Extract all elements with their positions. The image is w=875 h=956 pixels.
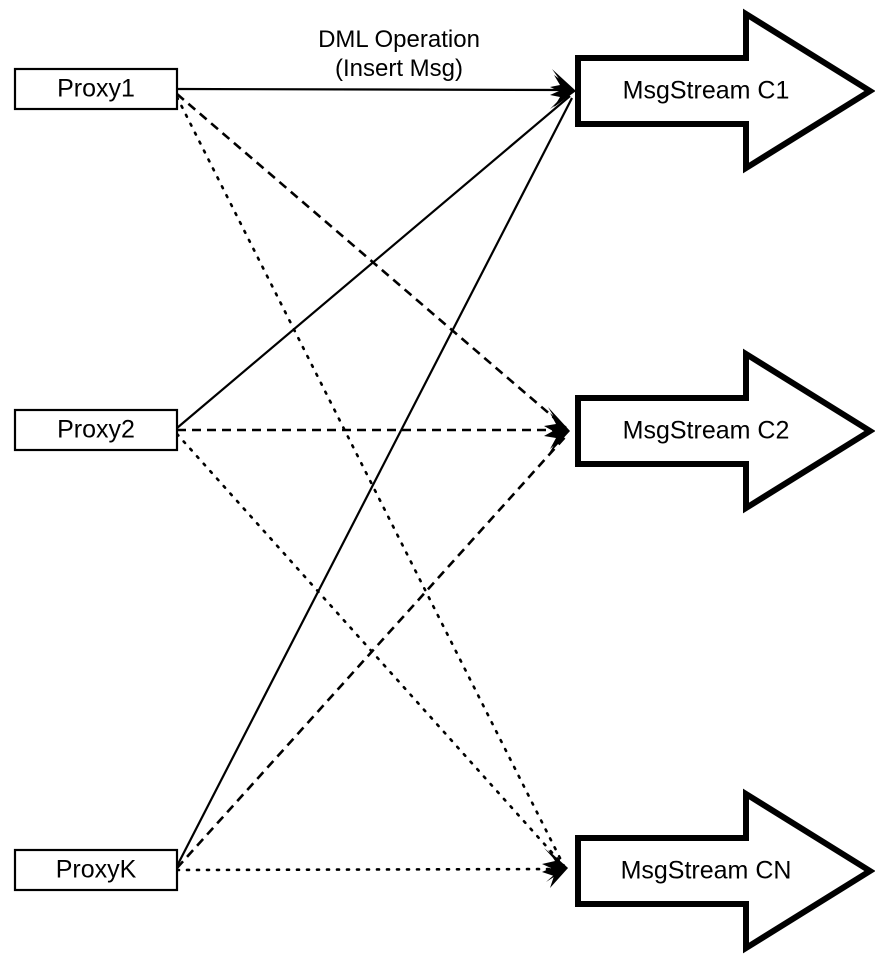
connection-proxyk-stream-c1 <box>176 97 573 867</box>
arrowheads-layer <box>542 69 576 888</box>
proxy1-box[interactable] <box>13 67 179 111</box>
stream-c2-label: MsgStream C2 <box>623 417 790 445</box>
stream-c1-arrow-shape[interactable] <box>575 8 875 174</box>
stream-cn-label: MsgStream CN <box>621 857 792 885</box>
stream-cn-arrow-shape[interactable] <box>575 788 875 954</box>
node-stream-c2[interactable]: MsgStream C2 <box>575 348 875 514</box>
node-proxyk[interactable]: ProxyK <box>13 848 179 892</box>
proxy1-label: Proxy1 <box>57 75 135 103</box>
edge-label-dml-operation: DML Operation (Insert Msg) <box>318 26 480 82</box>
connection-proxyk-stream-cn <box>175 867 566 872</box>
arrowhead-stream-cn <box>542 848 568 888</box>
connection-proxy2-stream-c1 <box>176 95 571 429</box>
arrowhead-stream-c1 <box>550 69 576 109</box>
proxy2-label: Proxy2 <box>57 416 135 444</box>
edge-label-line-2: (Insert Msg) <box>335 55 463 82</box>
connection-proxy1-stream-cn <box>175 95 566 868</box>
proxyk-box[interactable] <box>13 848 179 892</box>
node-stream-c1[interactable]: MsgStream C1 <box>575 8 875 174</box>
connection-proxy1-stream-c1 <box>176 87 573 92</box>
node-stream-cn[interactable]: MsgStream CN <box>575 788 875 954</box>
node-proxy1[interactable]: Proxy1 <box>13 67 179 111</box>
connection-proxy2-stream-cn <box>175 432 566 868</box>
proxy2-box[interactable] <box>13 408 179 452</box>
msgstream-nodes-layer: MsgStream C1 MsgStream C2 MsgStream CN <box>575 8 875 954</box>
proxyk-label: ProxyK <box>56 856 137 884</box>
proxy-nodes-layer: Proxy1 Proxy2 ProxyK <box>13 67 179 892</box>
connection-proxyk-stream-c2 <box>176 435 567 869</box>
stream-c2-arrow-shape[interactable] <box>575 348 875 514</box>
arrowhead-stream-c2 <box>544 407 570 455</box>
node-proxy2[interactable]: Proxy2 <box>13 408 179 452</box>
edge-label-line-1: DML Operation <box>318 26 480 53</box>
connections-layer <box>175 87 573 872</box>
connection-proxy1-stream-c2 <box>176 93 567 429</box>
stream-c1-label: MsgStream C1 <box>623 77 790 105</box>
